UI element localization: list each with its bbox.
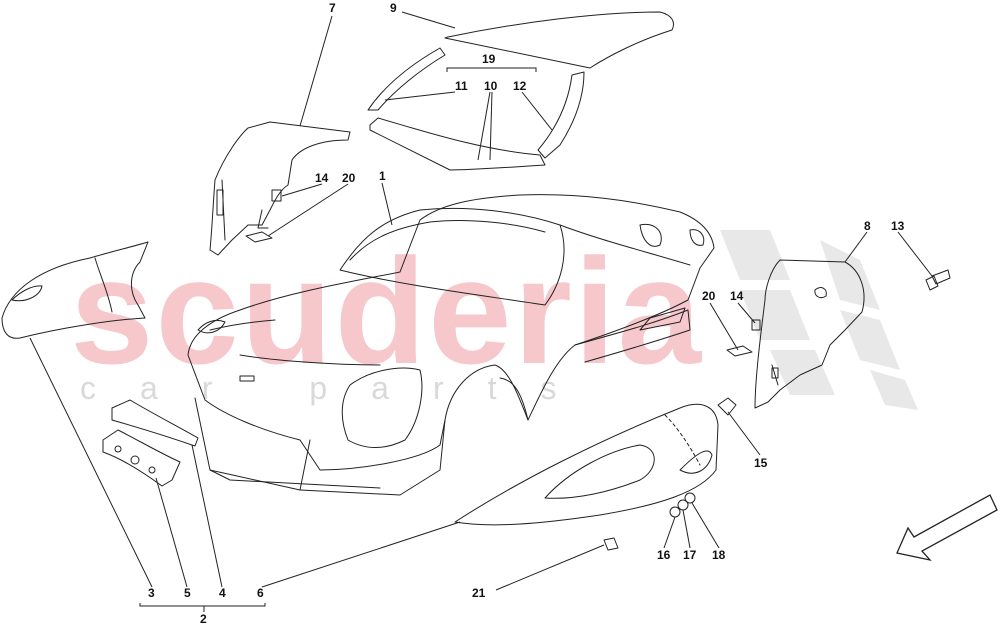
windscreen-header-10 [369,117,546,171]
callout-8: 8 [864,219,871,233]
sill-strip-5 [102,429,181,487]
callout-7: 7 [329,1,336,15]
callout-16: 16 [657,548,671,562]
callout-3: 3 [148,586,155,600]
callout-1: 1 [379,169,386,183]
watermark-sub: car parts [80,370,601,406]
washer-16 [669,506,681,518]
sill-strip-4 [111,399,199,447]
front-fender [1,241,149,339]
checkered-flag-icon [720,230,918,410]
callout-18: 18 [712,548,726,562]
rear-quarter-panel [754,259,865,409]
body-shell [187,194,715,496]
callout-9: 9 [390,1,397,15]
bolt-13 [925,269,951,291]
callout-4: 4 [219,586,226,600]
callout-5: 5 [184,586,191,600]
pad-14-right [751,319,761,331]
bracket-20-right [726,345,753,357]
bracket-20-left [245,231,273,243]
side-skirt [454,403,719,526]
inner-front-panel [209,121,351,256]
pad-14-left [271,189,282,202]
callout-14-right: 14 [730,289,744,303]
callout-21: 21 [472,586,486,600]
callout-10: 10 [484,79,498,93]
roof-rail-12 [537,71,585,159]
callout-6: 6 [257,586,264,600]
callout-2: 2 [200,612,207,626]
callout-20-left: 20 [342,171,356,185]
leader-lines [29,11,933,612]
callout-19: 19 [482,52,496,66]
callout-20-right: 20 [702,289,716,303]
callout-15: 15 [754,456,768,470]
roof-panel [444,11,674,69]
callout-17: 17 [683,548,697,562]
bracket-21 [603,537,619,551]
callout-12: 12 [513,79,527,93]
callout-11: 11 [455,79,468,93]
callout-13: 13 [891,219,905,233]
callout-14-left: 14 [315,171,329,185]
clip-15 [717,397,737,416]
washer-18 [684,492,696,504]
a-pillar-11 [367,47,446,111]
watermark-brand: scuderia [70,227,703,395]
front-direction-arrow-icon [896,494,998,562]
